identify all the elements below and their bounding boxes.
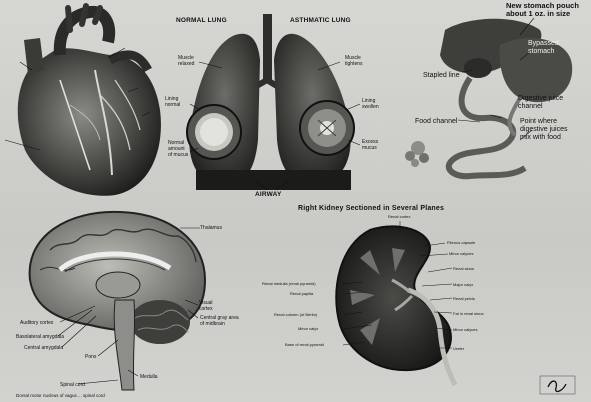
brain-illustration <box>30 212 205 390</box>
brain-auditory-cortex-label: Auditory cortex <box>20 320 53 326</box>
lung-illustration <box>187 14 360 190</box>
kidney-right-label-4: Renal sinus <box>453 266 474 272</box>
kidney-title: Right Kidney Sectioned in Several Planes <box>298 205 444 212</box>
lung-label-lining-normal: Lining normal <box>165 96 180 108</box>
lung-label-muscle-relaxed: Muscle relaxed <box>178 55 194 67</box>
signature-mark <box>540 376 575 394</box>
kidney-right-label-1: Renal cortex <box>388 214 410 220</box>
kidney-right-label-6: Renal pelvis <box>453 296 475 302</box>
kidney-left-label-2: Renal papilla <box>290 291 313 297</box>
lung-label-normal-mucus: Normal amount of mucus <box>168 140 188 158</box>
kidney-right-label-9: Ureter <box>453 346 464 352</box>
heart-illustration <box>5 6 161 196</box>
kidney-right-label-5: Major calyx <box>453 282 473 288</box>
kidney-illustration <box>336 221 455 385</box>
brain-thalamus-label: Thalamus <box>200 225 222 231</box>
stomach-bypassed-label: Bypassed stomach <box>528 40 559 56</box>
kidney-right-label-2: Fibrous capsule <box>447 240 475 246</box>
asthmatic-lung-title: ASTHMATIC LUNG <box>290 17 351 24</box>
kidney-right-label-7: Fat in renal sinus <box>453 311 483 317</box>
brain-central-gray-label: Central gray area of midbrain <box>200 315 239 327</box>
brain-medulla-label: Medulla <box>140 374 158 380</box>
brain-pons-label: Pons <box>85 354 96 360</box>
kidney-right-label-3: Minor calyces <box>449 251 473 257</box>
brain-basolateral-amygdala-label: Basolateral amygdala <box>16 334 64 340</box>
kidney-left-label-3: Renal column (of Bertin) <box>274 312 317 318</box>
kidney-left-label-1: Renal medulla (renal pyramid) <box>262 281 316 287</box>
kidney-left-label-4: Minor calyx <box>298 326 318 332</box>
brain-visual-cortex-label: Visual cortex <box>199 300 213 312</box>
normal-lung-title: NORMAL LUNG <box>176 17 227 24</box>
airway-label: AIRWAY <box>255 191 282 198</box>
kidney-left-label-5: Base of renal pyramid <box>285 342 324 348</box>
stomach-digestive-channel-label: Digestive juice channel <box>518 95 563 111</box>
stomach-stapled-line-label: Stapled line <box>423 72 460 80</box>
stomach-new-pouch-label: New stomach pouch about 1 oz. in size <box>506 2 579 18</box>
brain-footer-label: Dorsal motor nucleus of vagus ... spinal… <box>16 393 105 399</box>
brain-central-amygdala-label: Central amygdala <box>24 345 63 351</box>
stomach-food-channel-label: Food channel <box>415 118 457 126</box>
lung-label-lining-swollen: Lining swollen <box>362 98 379 110</box>
stomach-mix-point-label: Point where digestive juices mix with fo… <box>520 118 567 142</box>
brain-spinal-cord-label: Spinal cord <box>60 382 85 388</box>
lung-label-muscle-tightens: Muscle tightens <box>345 55 363 67</box>
lung-label-excess-mucus: Excess mucus <box>362 139 378 151</box>
kidney-right-label-8: Minor calyces <box>453 327 477 333</box>
